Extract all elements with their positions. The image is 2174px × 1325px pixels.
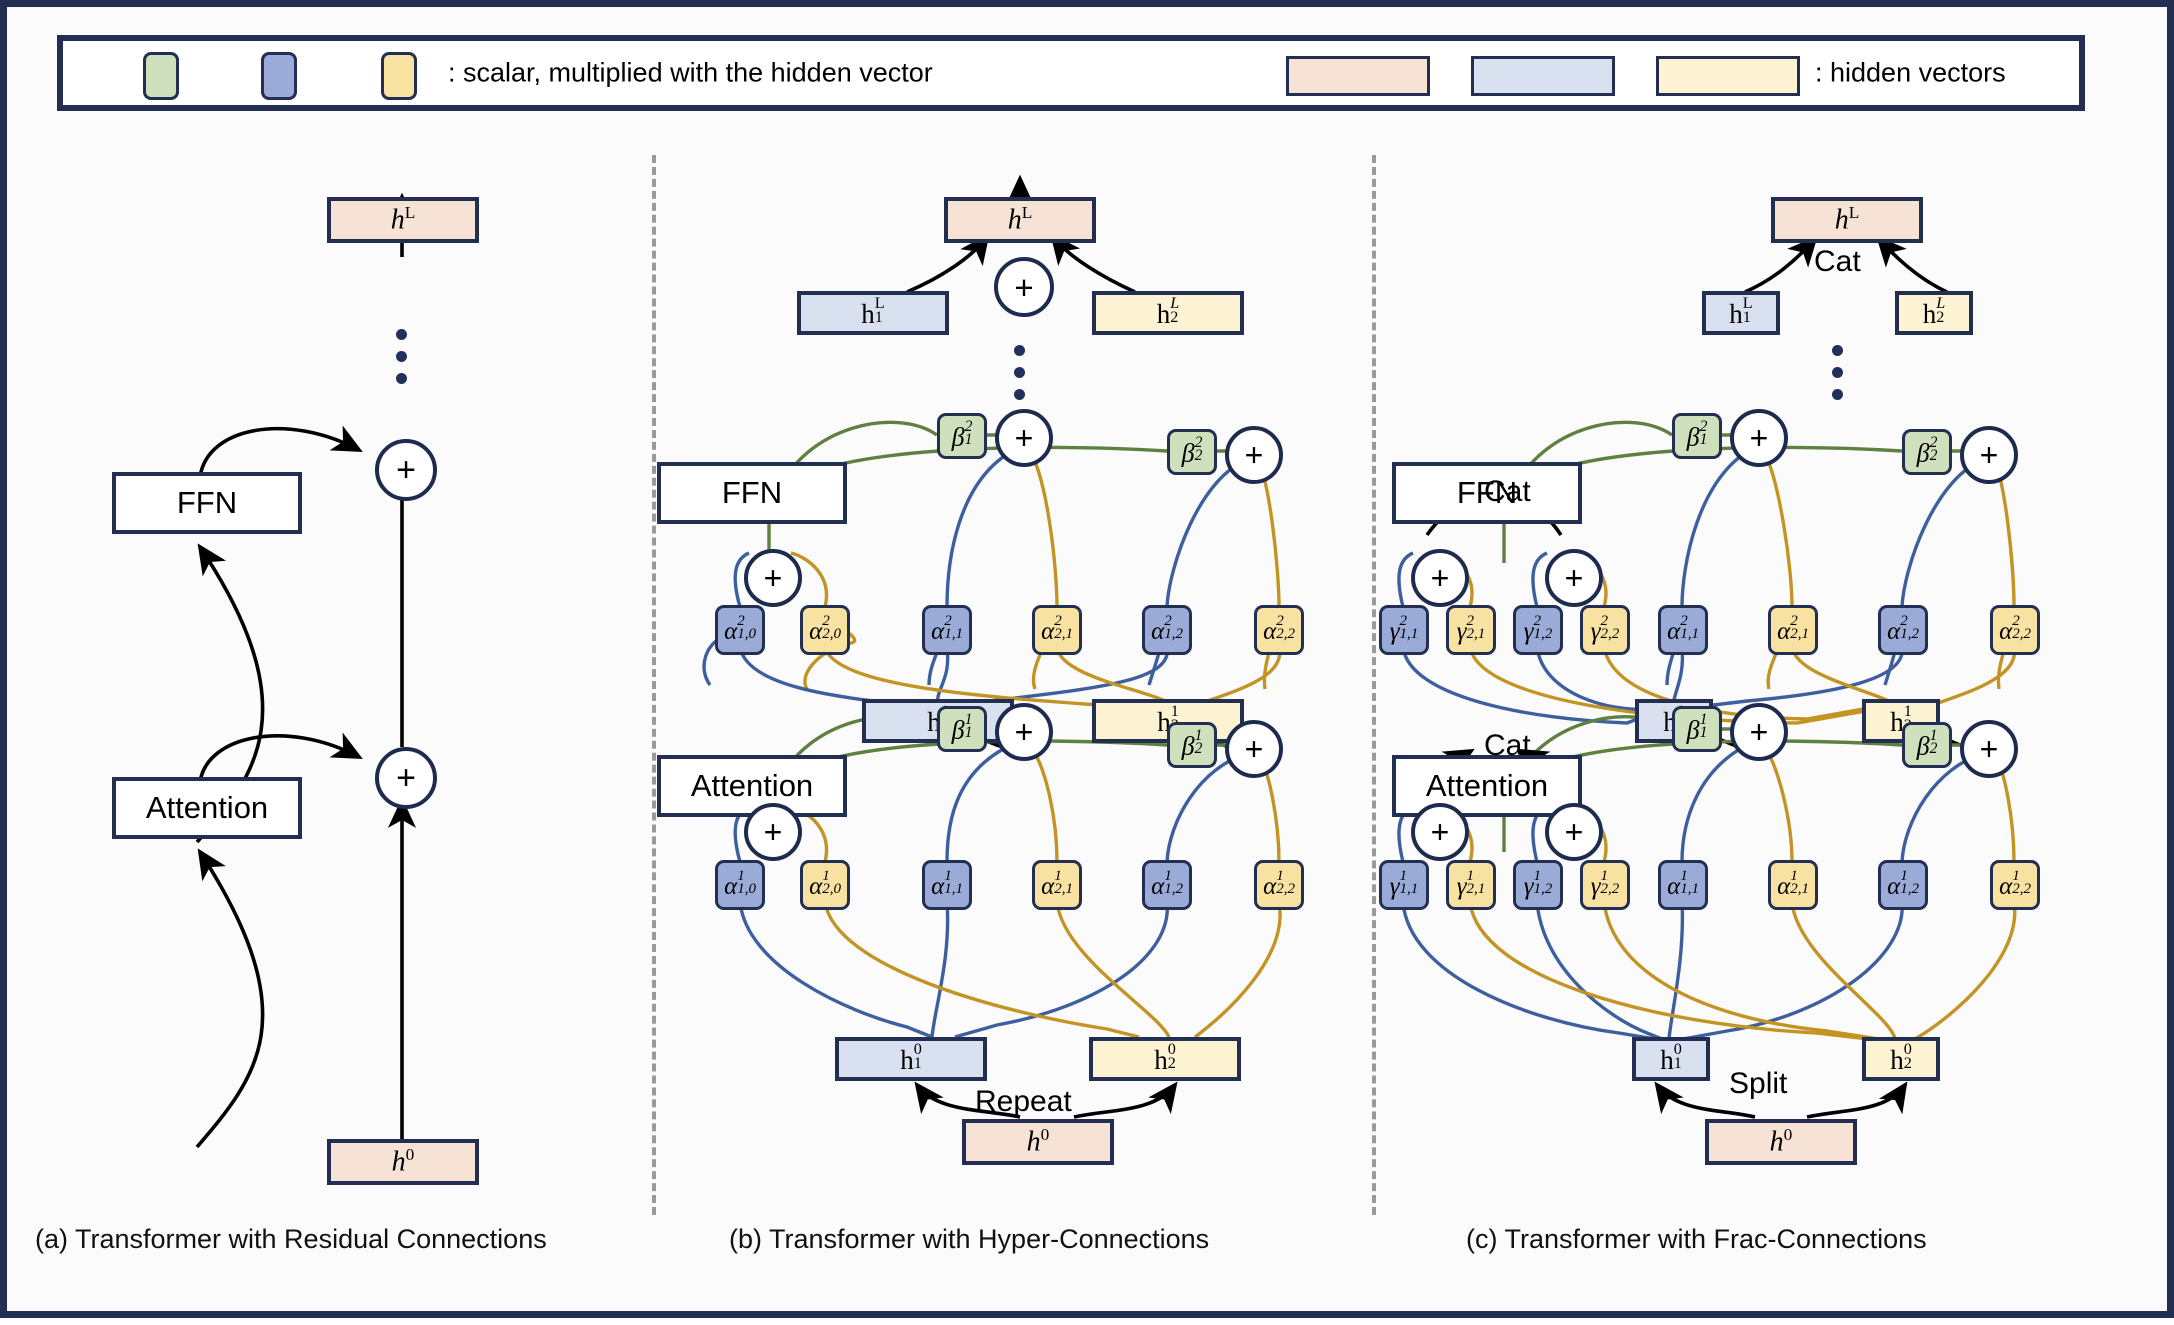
panel-b-plus-output: + xyxy=(994,257,1054,317)
legend-swatch-scalar-blue xyxy=(261,52,297,100)
panel-a-ellipsis xyxy=(396,329,407,384)
panel-c-cat-label-attn: Cat xyxy=(1484,729,1531,762)
legend-swatch-vector-yellow xyxy=(1656,56,1800,96)
panel-c-block-ffn: FFN xyxy=(1392,462,1582,524)
panel-b-plus-alpha0-l2: + xyxy=(744,549,802,607)
panel-c-caption: (c) Transformer with Frac-Connections xyxy=(1466,1224,1927,1254)
panel-c-ellipsis xyxy=(1832,345,1843,400)
panel-c-vector-h-out: hL xyxy=(1771,197,1923,243)
panel-a-plus-ffn: + xyxy=(375,439,437,501)
panel-divider-1 xyxy=(652,155,656,1215)
panel-c-plus-cat-b-l1: + xyxy=(1545,803,1603,861)
legend-scalar-text: : scalar, multiplied with the hidden vec… xyxy=(448,57,933,88)
panel-c-vector-h2-1: h12 xyxy=(1862,699,1940,743)
panel-b-vector-h-out: hL xyxy=(944,197,1096,243)
panel-c-merge-label: Split xyxy=(1729,1067,1788,1100)
panel-a-vector-h-in: h0 xyxy=(327,1139,479,1185)
panel-c-plus-cat-a-l2: + xyxy=(1411,549,1469,607)
panel-a-plus-attention: + xyxy=(375,747,437,809)
legend-swatch-scalar-green xyxy=(143,52,179,100)
panel-c-plus-cat-a-l1: + xyxy=(1411,803,1469,861)
legend-vector-text: : hidden vectors xyxy=(1815,57,2006,88)
legend-bar: : scalar, multiplied with the hidden vec… xyxy=(57,35,2085,111)
panel-b-plus-beta2-l1: + xyxy=(1225,720,1283,778)
panel-c-plus-cat-b-l2: + xyxy=(1545,549,1603,607)
panel-c-vector-h-in: h0 xyxy=(1705,1119,1857,1165)
legend-swatch-vector-pink xyxy=(1286,56,1430,96)
legend-swatch-vector-blue xyxy=(1471,56,1615,96)
panel-c-plus-beta2-l2: + xyxy=(1960,426,2018,484)
panel-b-plus-beta1-l2: + xyxy=(995,409,1053,467)
panel-c-plus-beta2-l1: + xyxy=(1960,720,2018,778)
panel-b-block-attention: Attention xyxy=(657,755,847,817)
legend-swatch-scalar-yellow xyxy=(381,52,417,100)
panel-c-cat-label-ffn: Cat xyxy=(1484,475,1531,508)
panel-divider-2 xyxy=(1372,155,1376,1215)
panel-b-block-ffn: FFN xyxy=(657,462,847,524)
panel-b-plus-beta1-l1: + xyxy=(995,703,1053,761)
panel-c-cat-label-top: Cat xyxy=(1814,245,1861,278)
panel-b-plus-beta2-l2: + xyxy=(1225,426,1283,484)
panel-b-caption: (b) Transformer with Hyper-Connections xyxy=(729,1224,1210,1254)
panel-a-vector-h-out: hL xyxy=(327,197,479,243)
panel-b-ellipsis xyxy=(1014,345,1025,400)
panel-c-plus-beta1-l1: + xyxy=(1730,703,1788,761)
panel-b-plus-alpha0-l1: + xyxy=(744,803,802,861)
panel-c-plus-beta1-l2: + xyxy=(1730,409,1788,467)
panel-b-vector-h-in: h0 xyxy=(962,1119,1114,1165)
panel-c-block-attention: Attention xyxy=(1392,755,1582,817)
panel-a-block-attention: Attention xyxy=(112,777,302,839)
panel-b-merge-label: Repeat xyxy=(975,1085,1072,1118)
panel-a-caption: (a) Transformer with Residual Connection… xyxy=(35,1224,547,1254)
panel-a-block-ffn: FFN xyxy=(112,472,302,534)
